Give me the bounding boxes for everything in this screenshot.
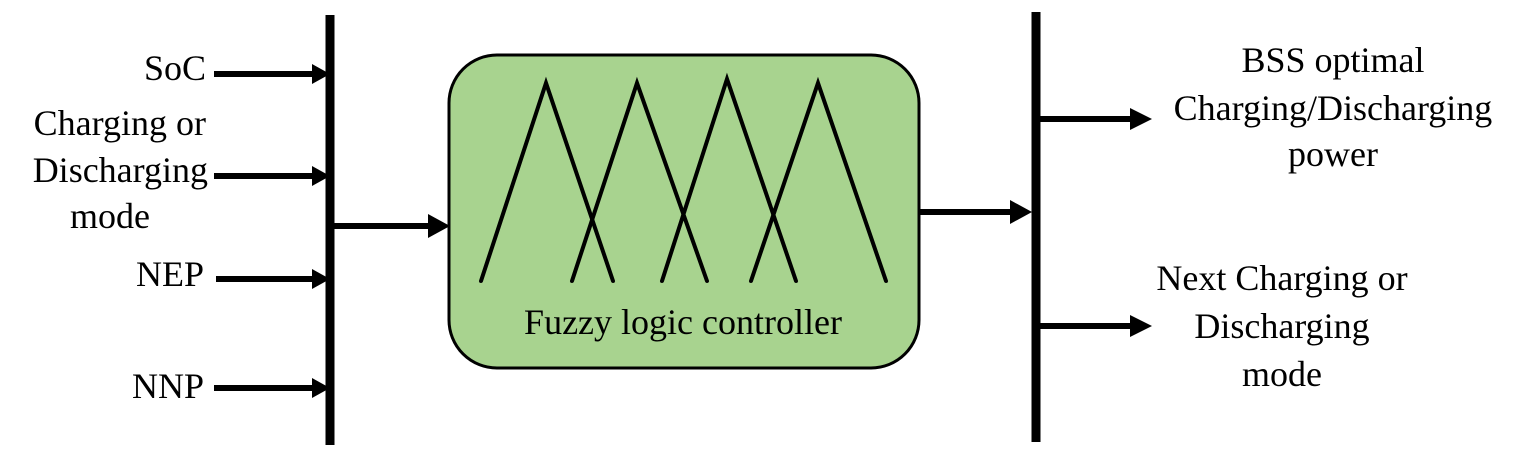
input-label-nnp: NNP	[132, 366, 204, 406]
input-label-soc: SoC	[144, 48, 206, 88]
input-arrow-nep	[216, 269, 330, 289]
bus-to-controller-arrow	[334, 214, 450, 238]
output-label-next-mode-line2: Discharging	[1194, 306, 1369, 346]
input-arrow-nnp	[214, 378, 330, 398]
membership-functions	[479, 72, 888, 283]
input-label-mode-line1: Charging or	[34, 103, 206, 143]
membership-function-4	[749, 76, 888, 283]
output-arrow-power	[1040, 108, 1152, 130]
membership-function-1	[479, 76, 615, 283]
input-arrow-mode	[214, 166, 330, 186]
output-arrow-next-mode	[1040, 315, 1152, 337]
input-label-mode-line3: mode	[70, 196, 150, 236]
input-label-nep: NEP	[136, 254, 204, 294]
output-label-next-mode-line3: mode	[1242, 354, 1322, 394]
output-label-next-mode-line1: Next Charging or	[1156, 258, 1407, 298]
controller-label: Fuzzy logic controller	[524, 302, 842, 342]
output-label-power-line3: power	[1288, 134, 1378, 174]
controller-to-bus-arrow	[919, 200, 1032, 224]
output-label-power-line1: BSS optimal	[1241, 40, 1424, 80]
input-arrow-soc	[214, 64, 330, 84]
output-label-power-line2: Charging/Discharging	[1174, 88, 1493, 128]
input-label-mode-line2: Discharging	[33, 150, 208, 190]
